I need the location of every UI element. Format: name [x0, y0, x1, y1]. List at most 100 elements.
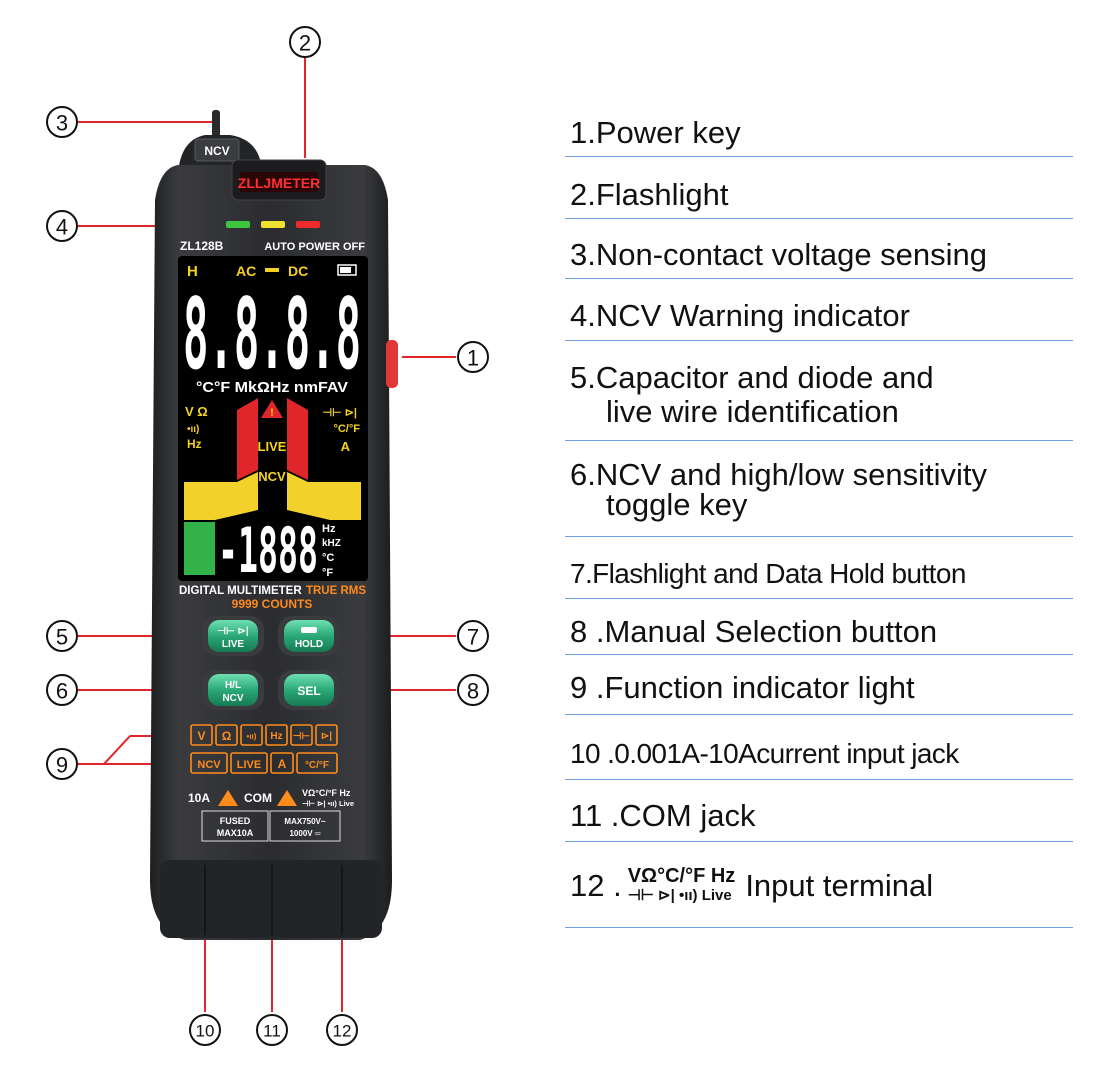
- legend-rule: [565, 218, 1073, 219]
- power-key[interactable]: [386, 340, 398, 388]
- svg-text:NCV: NCV: [222, 693, 243, 704]
- lcd-dc-label: DC: [288, 263, 308, 279]
- legend-item-9: 9 .Function indicator light: [570, 670, 915, 705]
- legend-rule: [565, 340, 1073, 341]
- svg-text:NCV: NCV: [204, 144, 229, 158]
- svg-text:3: 3: [56, 111, 68, 136]
- lcd-left-icons-1: V Ω: [185, 404, 208, 419]
- jack-com-label: COM: [244, 791, 272, 805]
- legend-item-6-line2: toggle key: [606, 487, 748, 522]
- svg-text:10: 10: [196, 1022, 215, 1041]
- indicator-ohm: Ω: [222, 729, 232, 743]
- svg-text:6: 6: [56, 679, 68, 704]
- button-sel[interactable]: SEL: [278, 670, 340, 710]
- ncv-warning-leds: [226, 221, 320, 228]
- legend-rule: [565, 927, 1073, 928]
- callout-10: 10: [189, 1014, 221, 1046]
- svg-text:H/L: H/L: [225, 680, 241, 691]
- svg-text:5: 5: [56, 625, 68, 650]
- auto-power-off-label: AUTO POWER OFF: [264, 241, 365, 253]
- legend-item-5: 5.Capacitor and diode and live wire iden…: [570, 361, 1072, 429]
- callout-11: 11: [256, 1014, 288, 1046]
- lcd-ac-label: AC: [236, 263, 256, 279]
- svg-text:MAX10A: MAX10A: [217, 828, 254, 838]
- brand-logo: ZLLJMETER: [238, 175, 320, 191]
- indicator-live: LIVE: [237, 759, 261, 771]
- legend-rule: [565, 654, 1073, 655]
- units-row: °C°F MkΩHz nmFAV: [196, 379, 348, 396]
- legend-rule: [565, 598, 1073, 599]
- jack-v-label-top: VΩ°C/°F Hz: [302, 788, 351, 798]
- callout-1: 1: [457, 341, 489, 373]
- button-hl-ncv[interactable]: H/L NCV: [202, 670, 264, 710]
- sub-unit-hz: Hz: [322, 523, 336, 535]
- lcd-ncv-label: NCV: [258, 469, 286, 484]
- legend-item-5-line1: 5.Capacitor and diode and: [570, 360, 934, 395]
- lcd-left-icons-2: •ıı): [187, 424, 199, 435]
- model-label: ZL128B: [180, 239, 224, 253]
- indicator-ncv: NCV: [197, 759, 221, 771]
- function-indicators: [190, 724, 338, 774]
- sub-reading: -1888: [218, 514, 318, 587]
- legend-item-8: 8 .Manual Selection button: [570, 614, 938, 649]
- banner-counts: 9999 COUNTS: [232, 597, 313, 611]
- legend-item-6-line1: 6.NCV and high/low sensitivity: [570, 457, 987, 492]
- jack-v-label-bottom: ⊣⊢ ⊳| •ıı) Live: [302, 798, 354, 808]
- legend-rule: [565, 714, 1073, 715]
- legend-item-3: 3.Non-contact voltage sensing: [570, 237, 988, 272]
- indicator-volt: V: [197, 729, 205, 743]
- svg-text:7: 7: [467, 625, 479, 650]
- svg-text:HOLD: HOLD: [295, 639, 323, 650]
- svg-text:8: 8: [467, 679, 479, 704]
- svg-text:2: 2: [299, 31, 311, 56]
- legend-item-12-prefix: 12 .: [570, 868, 622, 903]
- lcd-right-icons-1: ⊣⊢ ⊳|: [322, 406, 357, 419]
- ncv-probe-tip: [212, 110, 220, 140]
- multimeter: NCV ZLLJMETER ZL128B AUTO POWER OFF H AC…: [150, 110, 398, 940]
- svg-text:1: 1: [467, 346, 479, 371]
- legend-item-11: 11 .COM jack: [570, 798, 756, 833]
- legend-item-12-symbols: VΩ°C/°F Hz ⊣⊢ ⊳| •ıı) Live: [627, 865, 736, 904]
- svg-text:MAX750V~: MAX750V~: [284, 817, 325, 826]
- callout-8: 8: [457, 674, 489, 706]
- legend-item-12-suffix: Input terminal: [745, 868, 934, 903]
- legend-item-6: 6.NCV and high/low sensitivity toggle ke…: [570, 457, 1072, 522]
- svg-text:SEL: SEL: [297, 684, 320, 698]
- flashlight-icon: [301, 627, 317, 633]
- callout-5: 5: [46, 620, 78, 652]
- battery-icon: [337, 264, 357, 276]
- ncv-bar-graph: [184, 398, 361, 575]
- legend-item-2: 2.Flashlight: [570, 177, 729, 212]
- legend-rule: [565, 440, 1073, 441]
- legend-rule: [565, 779, 1073, 780]
- button-hold[interactable]: HOLD: [278, 616, 340, 656]
- lcd-right-icons-3: A: [341, 439, 351, 454]
- legend-item-1: 1.Power key: [570, 115, 741, 150]
- svg-text:1000V ═: 1000V ═: [289, 829, 320, 838]
- callout-6: 6: [46, 674, 78, 706]
- legend-item-7: 7.Flashlight and Data Hold button: [570, 558, 966, 589]
- jack-10a-label: 10A: [188, 791, 210, 805]
- ncv-tab: [194, 138, 240, 162]
- button-live[interactable]: ⊣⊢ ⊳| LIVE: [202, 616, 264, 656]
- banner-true-rms: TRUE RMS: [306, 585, 366, 597]
- warning-icon-com: [277, 790, 297, 806]
- warning-icon-10a: [218, 790, 238, 806]
- svg-text:⊣⊢ ⊳|: ⊣⊢ ⊳|: [217, 626, 249, 637]
- legend-item-5-line2: live wire identification: [606, 394, 899, 429]
- lcd-right-icons-2: °C/°F: [333, 423, 360, 435]
- legend-rule: [565, 278, 1073, 279]
- indicator-diode: ⊳|: [321, 731, 332, 742]
- legend-rule: [565, 156, 1073, 157]
- lcd-hold-flag: H: [187, 263, 198, 280]
- svg-text:11: 11: [263, 1022, 281, 1041]
- callout-3: 3: [46, 106, 78, 138]
- sub-unit-khz: kHZ: [322, 538, 341, 549]
- main-reading: 8.8.8.8: [183, 278, 361, 392]
- sub-unit-f: °F: [322, 567, 333, 579]
- callout-markers: 1 2 3 4 5 6 7 8 9 10 11 12: [46, 26, 489, 1046]
- sub-unit-c: °C: [322, 552, 334, 564]
- svg-text:9: 9: [56, 753, 68, 778]
- svg-text:4: 4: [56, 215, 68, 240]
